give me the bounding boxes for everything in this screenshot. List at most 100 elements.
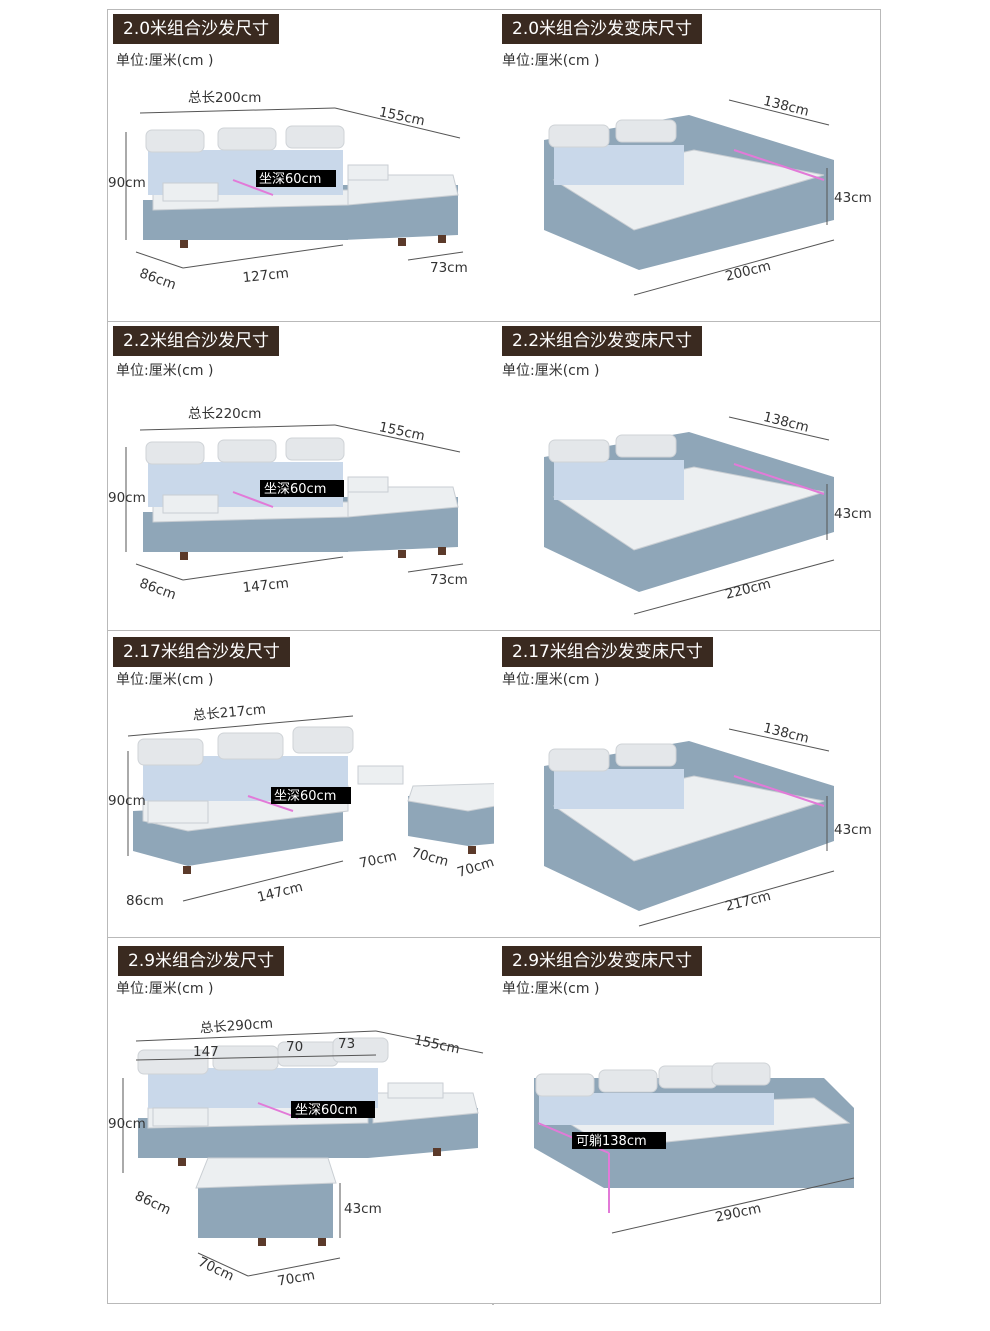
headrest <box>137 738 204 766</box>
sofa-dimension-drawing: 总长200cm 155cm 90cm 坐深60cm 86cm 127cm 73c… <box>108 90 468 293</box>
unit-label: 单位:厘米(cm ) <box>502 672 600 688</box>
leg <box>318 1238 326 1246</box>
segment-2-label: 70 <box>286 1039 303 1055</box>
left-dim-line <box>135 251 184 269</box>
headrest <box>217 127 277 151</box>
length-dim-line <box>633 559 835 615</box>
leg <box>398 550 406 558</box>
chaise-width-label: 73cm <box>430 572 468 588</box>
total-length-label: 总长290cm <box>199 1016 273 1037</box>
bed-panel: 2.17米组合沙发变床尺寸 单位:厘米(cm ) 138cm 43cm 217c… <box>494 631 880 937</box>
total-dim-line <box>139 424 336 431</box>
sofa-dimension-drawing: 总长220cm 155cm 90cm 坐深60cm 86cm 147cm 73c… <box>108 406 468 603</box>
height-label: 90cm <box>108 175 146 191</box>
ottoman-depth-label: 70cm <box>410 845 451 870</box>
sofa-panel: 2.2米组合沙发尺寸 单位:厘米(cm ) 总长220cm 15 <box>108 322 494 630</box>
armrest <box>347 164 389 181</box>
headrest <box>217 732 284 760</box>
floral-back <box>554 145 684 185</box>
bed-dimension-drawing: 138cm 43cm 217cm <box>544 720 872 927</box>
headrest <box>598 1069 658 1093</box>
bed-width-label: 138cm <box>762 93 811 120</box>
ottoman-width-dim-line <box>247 1257 341 1277</box>
width-arrow <box>733 775 825 807</box>
armrest <box>162 494 219 514</box>
headrest <box>658 1065 718 1089</box>
bed-height-label: 43cm <box>834 506 872 522</box>
leg <box>438 235 446 243</box>
seat-depth-label: 坐深60cm <box>259 172 321 187</box>
unit-label: 单位:厘米(cm ) <box>116 981 214 997</box>
page-dot <box>492 1303 494 1305</box>
headrest <box>535 1073 595 1097</box>
height-label: 90cm <box>108 1116 146 1132</box>
leg <box>258 1238 266 1246</box>
leg <box>433 1148 441 1156</box>
section-2-9m: 2.9米组合沙发尺寸 单位:厘米(cm ) <box>108 938 880 1303</box>
unit-label: 单位:厘米(cm ) <box>116 363 214 379</box>
left-depth-label: 86cm <box>137 265 178 293</box>
sofa-dimension-drawing: 总长217cm 90cm 坐深60cm 86cm 147cm 70cm 70cm… <box>108 702 494 909</box>
bed-height-label: 43cm <box>834 190 872 206</box>
section-2-17m: 2.17米组合沙发尺寸 单位:厘米(cm ) 总长217cm 90cm 坐深60… <box>108 631 880 937</box>
depth-arrow <box>232 491 274 508</box>
panel-title: 2.9米组合沙发尺寸 <box>118 946 285 976</box>
headrest <box>137 1049 209 1075</box>
width-arrow <box>733 149 825 181</box>
unit-label: 单位:厘米(cm ) <box>502 53 600 69</box>
headrest <box>711 1062 771 1086</box>
left-depth-label: 86cm <box>137 575 178 603</box>
depth-arrow <box>247 795 294 812</box>
lie-label-box <box>572 1132 666 1149</box>
height-label: 90cm <box>108 490 146 506</box>
bed-dimension-drawing: 138cm 43cm 220cm <box>544 409 872 615</box>
sofa-base <box>143 512 348 552</box>
armrest <box>357 765 404 785</box>
seat-depth-label: 坐深60cm <box>264 482 326 497</box>
width-dim-line <box>728 416 830 441</box>
segment-3-label: 73 <box>338 1036 355 1052</box>
front-dim-line <box>182 244 344 269</box>
sofa-panel: 2.17米组合沙发尺寸 单位:厘米(cm ) 总长217cm 90cm 坐深60… <box>108 631 494 937</box>
chaise-dim-line <box>407 251 464 261</box>
bed-width-label: 138cm <box>762 409 811 436</box>
chaise-dim-line <box>407 563 464 573</box>
lie-length-label: 可躺138cm <box>576 1133 647 1149</box>
bed-dimension-drawing: 可躺138cm 290cm <box>534 1062 855 1234</box>
side-dim-line <box>334 107 461 139</box>
panel-title: 2.2米组合沙发变床尺寸 <box>502 326 703 356</box>
headrest <box>145 129 205 153</box>
front-dim-line <box>182 556 344 581</box>
side-length-label: 155cm <box>378 104 427 129</box>
panel-title: 2.9米组合沙发变床尺寸 <box>502 946 703 976</box>
ottoman-top <box>195 1157 337 1189</box>
armrest <box>152 1107 209 1127</box>
bed-panel: 2.0米组合沙发变床尺寸 单位:厘米(cm ) 138cm 43cm 200cm <box>494 10 880 321</box>
bed-length-label: 290cm <box>714 1200 763 1225</box>
headrest <box>548 748 610 772</box>
leg <box>180 552 188 560</box>
chaise-seat <box>347 486 459 518</box>
unit-label: 单位:厘米(cm ) <box>116 53 214 69</box>
sofa-panel: 2.9米组合沙发尺寸 单位:厘米(cm ) <box>108 938 494 1303</box>
headrest <box>285 125 345 149</box>
panel-title: 2.0米组合沙发变床尺寸 <box>502 14 703 44</box>
leg <box>438 547 446 555</box>
sofa-dimension-drawing: 总长290cm 147 70 73 155cm 90cm 坐深60cm 86cm… <box>108 1016 484 1290</box>
length-dim-line <box>638 870 835 927</box>
front-length-label: 147cm <box>242 575 290 596</box>
ottoman-width-label: 70cm <box>455 854 494 881</box>
leg <box>180 240 188 248</box>
front-dim-line <box>182 860 344 902</box>
bed-length-label: 217cm <box>724 888 773 915</box>
length-dim-line <box>611 1177 855 1234</box>
floral-back <box>554 769 684 809</box>
panel-title: 2.17米组合沙发尺寸 <box>113 637 290 667</box>
floral-back <box>539 1093 774 1125</box>
sofa-panel: 2.0米组合沙发尺寸 单位:厘米(cm ) 总长 <box>108 10 494 321</box>
panel-title: 2.17米组合沙发变床尺寸 <box>502 637 713 667</box>
ottoman-width-label: 70cm <box>276 1267 316 1289</box>
side-dim-line <box>375 1030 484 1054</box>
headrest <box>548 124 610 148</box>
ottoman-base <box>198 1183 333 1238</box>
